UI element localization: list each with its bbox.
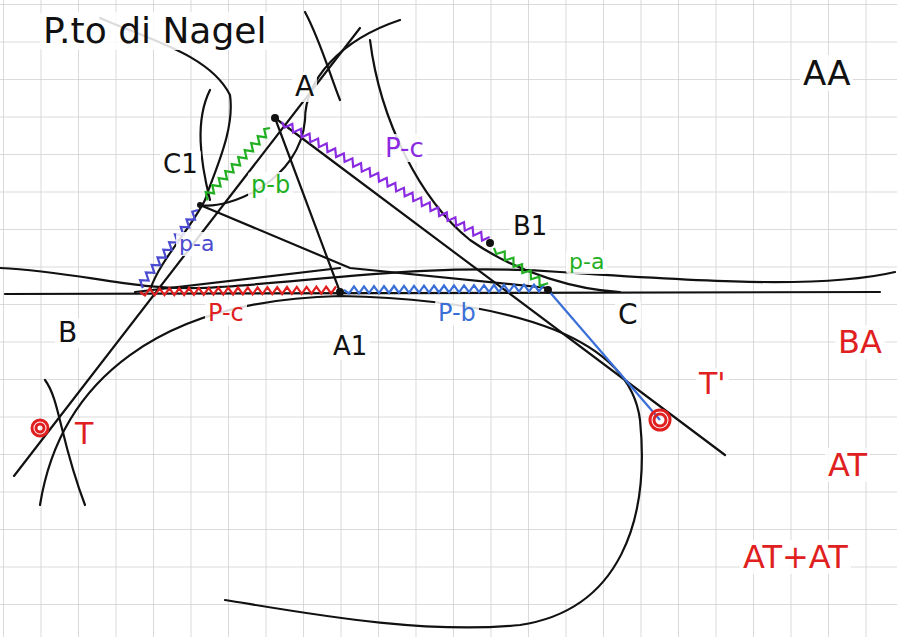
vertex-label: B [55,318,80,348]
point-label: T [72,418,96,450]
wavy-segment [494,248,548,286]
length-label: p-a [566,250,607,274]
length-label: p-a [176,232,217,256]
vertex-label: C1 [160,150,201,178]
point-label: T' [696,368,729,400]
wavy-segment [344,285,544,294]
sketch-title: P.to di Nagel [40,12,269,50]
wavy-segment [140,287,336,296]
note-text: AT [825,448,870,482]
note-text: AT+AT [740,540,851,574]
length-label: P-c [382,134,427,162]
vertex-label: B1 [510,212,550,240]
wavy-segment [282,122,490,241]
note-text: AA [800,55,853,91]
note-text: BA [835,325,885,359]
length-label: P-b [435,300,479,326]
length-label: p-b [248,172,293,198]
vertex-label: C [615,300,641,330]
vertex-label: A1 [330,332,370,360]
vertex-label: A [292,72,317,102]
length-label: P-c [205,300,247,326]
